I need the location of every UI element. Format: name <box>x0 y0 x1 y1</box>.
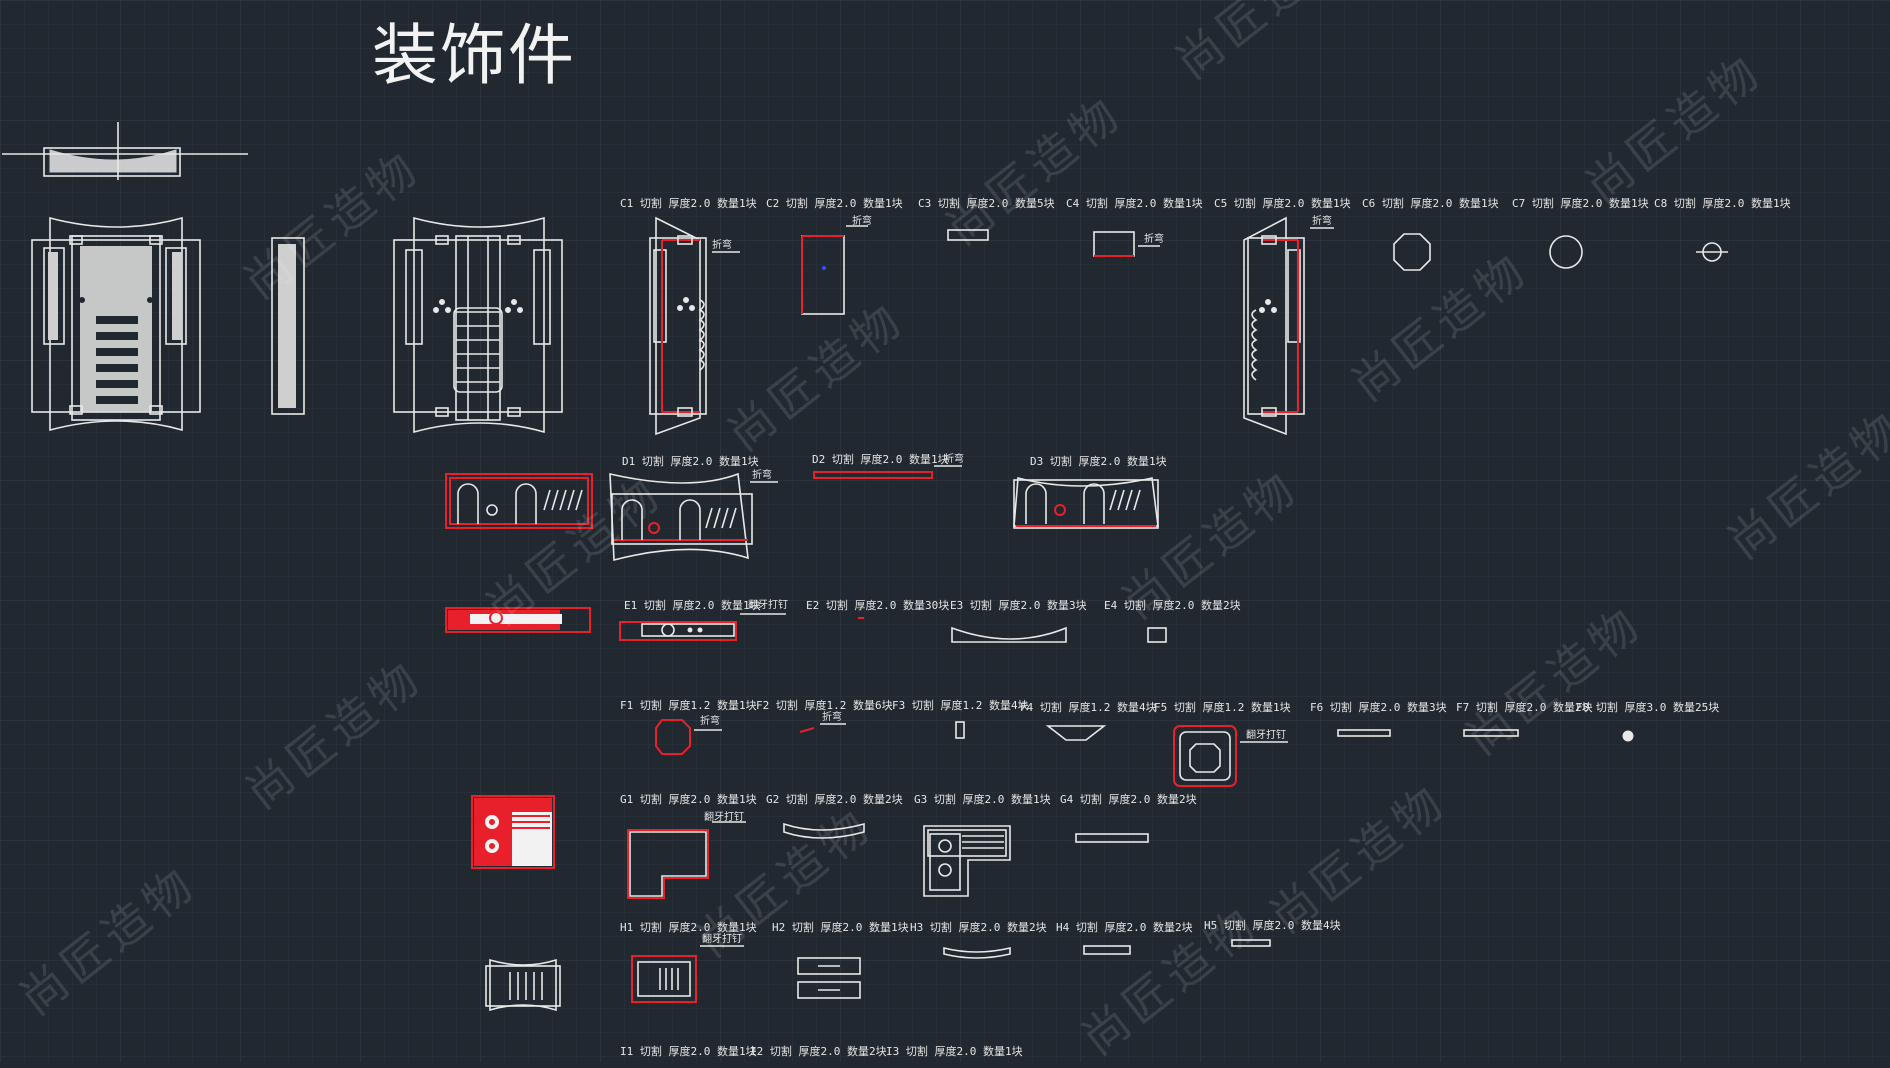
note-fold-tap-e1: 翻牙打钉 <box>748 600 788 611</box>
part-label-g1: G1 切割 厚度2.0 数量1块 <box>620 793 757 806</box>
assembly-wireframe-view <box>393 216 563 434</box>
assembly-side-view <box>271 237 305 415</box>
part-c1-drawing <box>649 216 740 436</box>
part-f2-drawing <box>799 723 846 733</box>
part-f1-drawing <box>655 719 691 755</box>
part-c2-drawing <box>801 225 868 315</box>
part-c5-drawing <box>1243 216 1334 436</box>
part-d3-drawing <box>1013 476 1159 529</box>
part-c6-drawing <box>1393 233 1431 271</box>
part-label-f5: F5 切割 厚度1.2 数量1块 <box>1154 701 1291 714</box>
page-title: 装饰件 <box>372 17 576 94</box>
part-f4-drawing <box>1045 725 1107 741</box>
part-label-f4: F4 切割 厚度1.2 数量4块 <box>1020 701 1157 714</box>
part-label-c5: C5 切割 厚度2.0 数量1块 <box>1214 197 1351 210</box>
part-g1-drawing <box>627 821 746 899</box>
assembly-g-red <box>471 795 555 869</box>
part-label-c7: C7 切割 厚度2.0 数量1块 <box>1512 197 1649 210</box>
part-h2-drawing <box>797 957 861 999</box>
part-h3-drawing <box>943 946 1011 959</box>
part-label-f6: F6 切割 厚度2.0 数量3块 <box>1310 701 1447 714</box>
note-fold-d1: 折弯 <box>752 470 772 481</box>
part-f6-drawing <box>1337 729 1391 737</box>
part-h4-drawing <box>1083 945 1131 955</box>
part-label-h4: H4 切割 厚度2.0 数量2块 <box>1056 921 1193 934</box>
part-h1-drawing <box>631 945 744 1003</box>
part-g2-drawing <box>783 822 865 839</box>
part-label-i2: I2 切割 厚度2.0 数量2块 <box>750 1045 887 1058</box>
note-fold-c5: 折弯 <box>1312 216 1332 227</box>
part-label-f8: F8 切割 厚度3.0 数量25块 <box>1576 701 1720 714</box>
note-fold-c2: 折弯 <box>852 216 872 227</box>
note-fold-d2: 折弯 <box>944 454 964 465</box>
note-fold-tap-f5: 翻牙打钉 <box>1246 730 1286 741</box>
part-label-h5: H5 切割 厚度2.0 数量4块 <box>1204 919 1341 932</box>
part-label-g2: G2 切割 厚度2.0 数量2块 <box>766 793 903 806</box>
part-label-h1: H1 切割 厚度2.0 数量1块 <box>620 921 757 934</box>
part-label-i1: I1 切割 厚度2.0 数量1块 <box>620 1045 757 1058</box>
part-label-d1: D1 切割 厚度2.0 数量1块 <box>622 455 759 468</box>
part-label-d3: D3 切割 厚度2.0 数量1块 <box>1030 455 1167 468</box>
part-label-g4: G4 切割 厚度2.0 数量2块 <box>1060 793 1197 806</box>
part-label-f1: F1 切割 厚度1.2 数量1块 <box>620 699 757 712</box>
part-g4-drawing <box>1075 833 1149 843</box>
part-label-f2: F2 切割 厚度1.2 数量6块 <box>756 699 893 712</box>
note-fold-c4: 折弯 <box>1144 234 1164 245</box>
part-label-f3: F3 切割 厚度1.2 数量4块 <box>892 699 1029 712</box>
part-g3-drawing <box>923 825 1011 897</box>
part-f3-drawing <box>955 721 965 739</box>
part-label-c3: C3 切割 厚度2.0 数量5块 <box>918 197 1055 210</box>
part-label-e4: E4 切割 厚度2.0 数量2块 <box>1104 599 1241 612</box>
assembly-h-view <box>485 958 561 1012</box>
assembly-front-view <box>31 216 201 432</box>
part-e3-drawing <box>951 626 1067 643</box>
part-c8-drawing <box>1696 242 1728 262</box>
part-c4-drawing <box>1093 231 1160 257</box>
assembly-e-red <box>445 607 591 633</box>
part-c3-drawing <box>947 229 989 241</box>
part-label-d2: D2 切割 厚度2.0 数量1块 <box>812 453 949 466</box>
part-label-f7: F7 切割 厚度2.0 数量2块 <box>1456 701 1593 714</box>
part-e1-drawing <box>619 613 786 641</box>
note-fold-c1: 折弯 <box>712 240 732 251</box>
part-label-c8: C8 切割 厚度2.0 数量1块 <box>1654 197 1791 210</box>
part-f8-drawing <box>1622 730 1634 742</box>
assembly-top-view <box>2 122 248 180</box>
part-label-e2: E2 切割 厚度2.0 数量30块 <box>806 599 950 612</box>
assembly-d-red <box>445 473 593 529</box>
part-label-e1: E1 切割 厚度2.0 数量1块 <box>624 599 761 612</box>
part-label-c6: C6 切割 厚度2.0 数量1块 <box>1362 197 1499 210</box>
part-label-h3: H3 切割 厚度2.0 数量2块 <box>910 921 1047 934</box>
note-fold-f2: 折弯 <box>822 712 842 723</box>
part-f5-drawing <box>1173 725 1288 787</box>
part-label-h2: H2 切割 厚度2.0 数量1块 <box>772 921 909 934</box>
note-fold-f1: 折弯 <box>700 716 720 727</box>
note-fold-tap-g1: 翻牙打钉 <box>704 812 744 823</box>
note-fold-tap-h1: 翻牙打钉 <box>702 934 742 945</box>
part-d2-drawing <box>813 465 962 479</box>
part-label-c1: C1 切割 厚度2.0 数量1块 <box>620 197 757 210</box>
part-e4-drawing <box>1147 627 1167 643</box>
part-c7-drawing <box>1549 235 1583 269</box>
part-label-g3: G3 切割 厚度2.0 数量1块 <box>914 793 1051 806</box>
part-d1-drawing <box>609 472 778 562</box>
part-label-c4: C4 切割 厚度2.0 数量1块 <box>1066 197 1203 210</box>
part-f7-drawing <box>1463 729 1519 737</box>
part-label-c2: C2 切割 厚度2.0 数量1块 <box>766 197 903 210</box>
part-label-e3: E3 切割 厚度2.0 数量3块 <box>950 599 1087 612</box>
part-h5-drawing <box>1231 939 1271 947</box>
part-label-i3: I3 切割 厚度2.0 数量1块 <box>886 1045 1023 1058</box>
